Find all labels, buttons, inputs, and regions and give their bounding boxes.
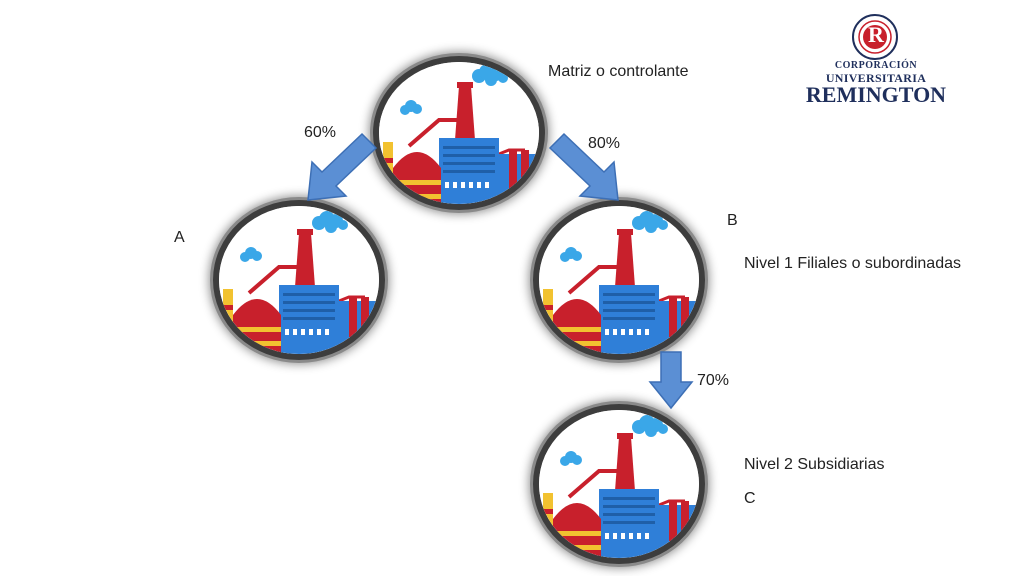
factory-icon bbox=[539, 410, 699, 558]
factory-icon bbox=[539, 206, 699, 354]
factory-c bbox=[533, 404, 705, 564]
node-a-label: A bbox=[174, 229, 185, 246]
arrow-parent-to-a bbox=[307, 132, 378, 201]
edge-label-b-to-c: 70% bbox=[697, 372, 730, 389]
arrow-parent-to-b bbox=[548, 132, 619, 201]
parent-label: Matriz o controlante bbox=[548, 63, 689, 80]
edge-label-parent-to-b: 80% bbox=[588, 135, 621, 152]
edge-label-parent-to-a: 60% bbox=[304, 124, 337, 141]
factory-icon bbox=[379, 62, 539, 204]
factory-b bbox=[533, 200, 705, 360]
node-b-label: B bbox=[727, 212, 738, 229]
level-1-label: Nivel 1 Filiales o subordinadas bbox=[744, 255, 961, 272]
factory-a bbox=[213, 200, 385, 360]
factory-icon bbox=[219, 206, 379, 354]
logo-line-universitaria: UNIVERSITARIA bbox=[825, 71, 927, 85]
logo-line-corporacion: CORPORACIÓN bbox=[834, 60, 918, 71]
level-2-label: Nivel 2 Subsidiarias bbox=[744, 456, 885, 473]
logo-seal-icon bbox=[852, 14, 898, 60]
node-c-label: C bbox=[744, 490, 756, 507]
remington-logo: CORPORACIÓN UNIVERSITARIA REMINGTON bbox=[800, 14, 952, 106]
logo-seal-letter: R bbox=[868, 22, 884, 47]
arrow-b-to-c bbox=[648, 351, 694, 410]
factory-parent bbox=[373, 56, 545, 210]
logo-line-remington: REMINGTON bbox=[805, 82, 947, 107]
